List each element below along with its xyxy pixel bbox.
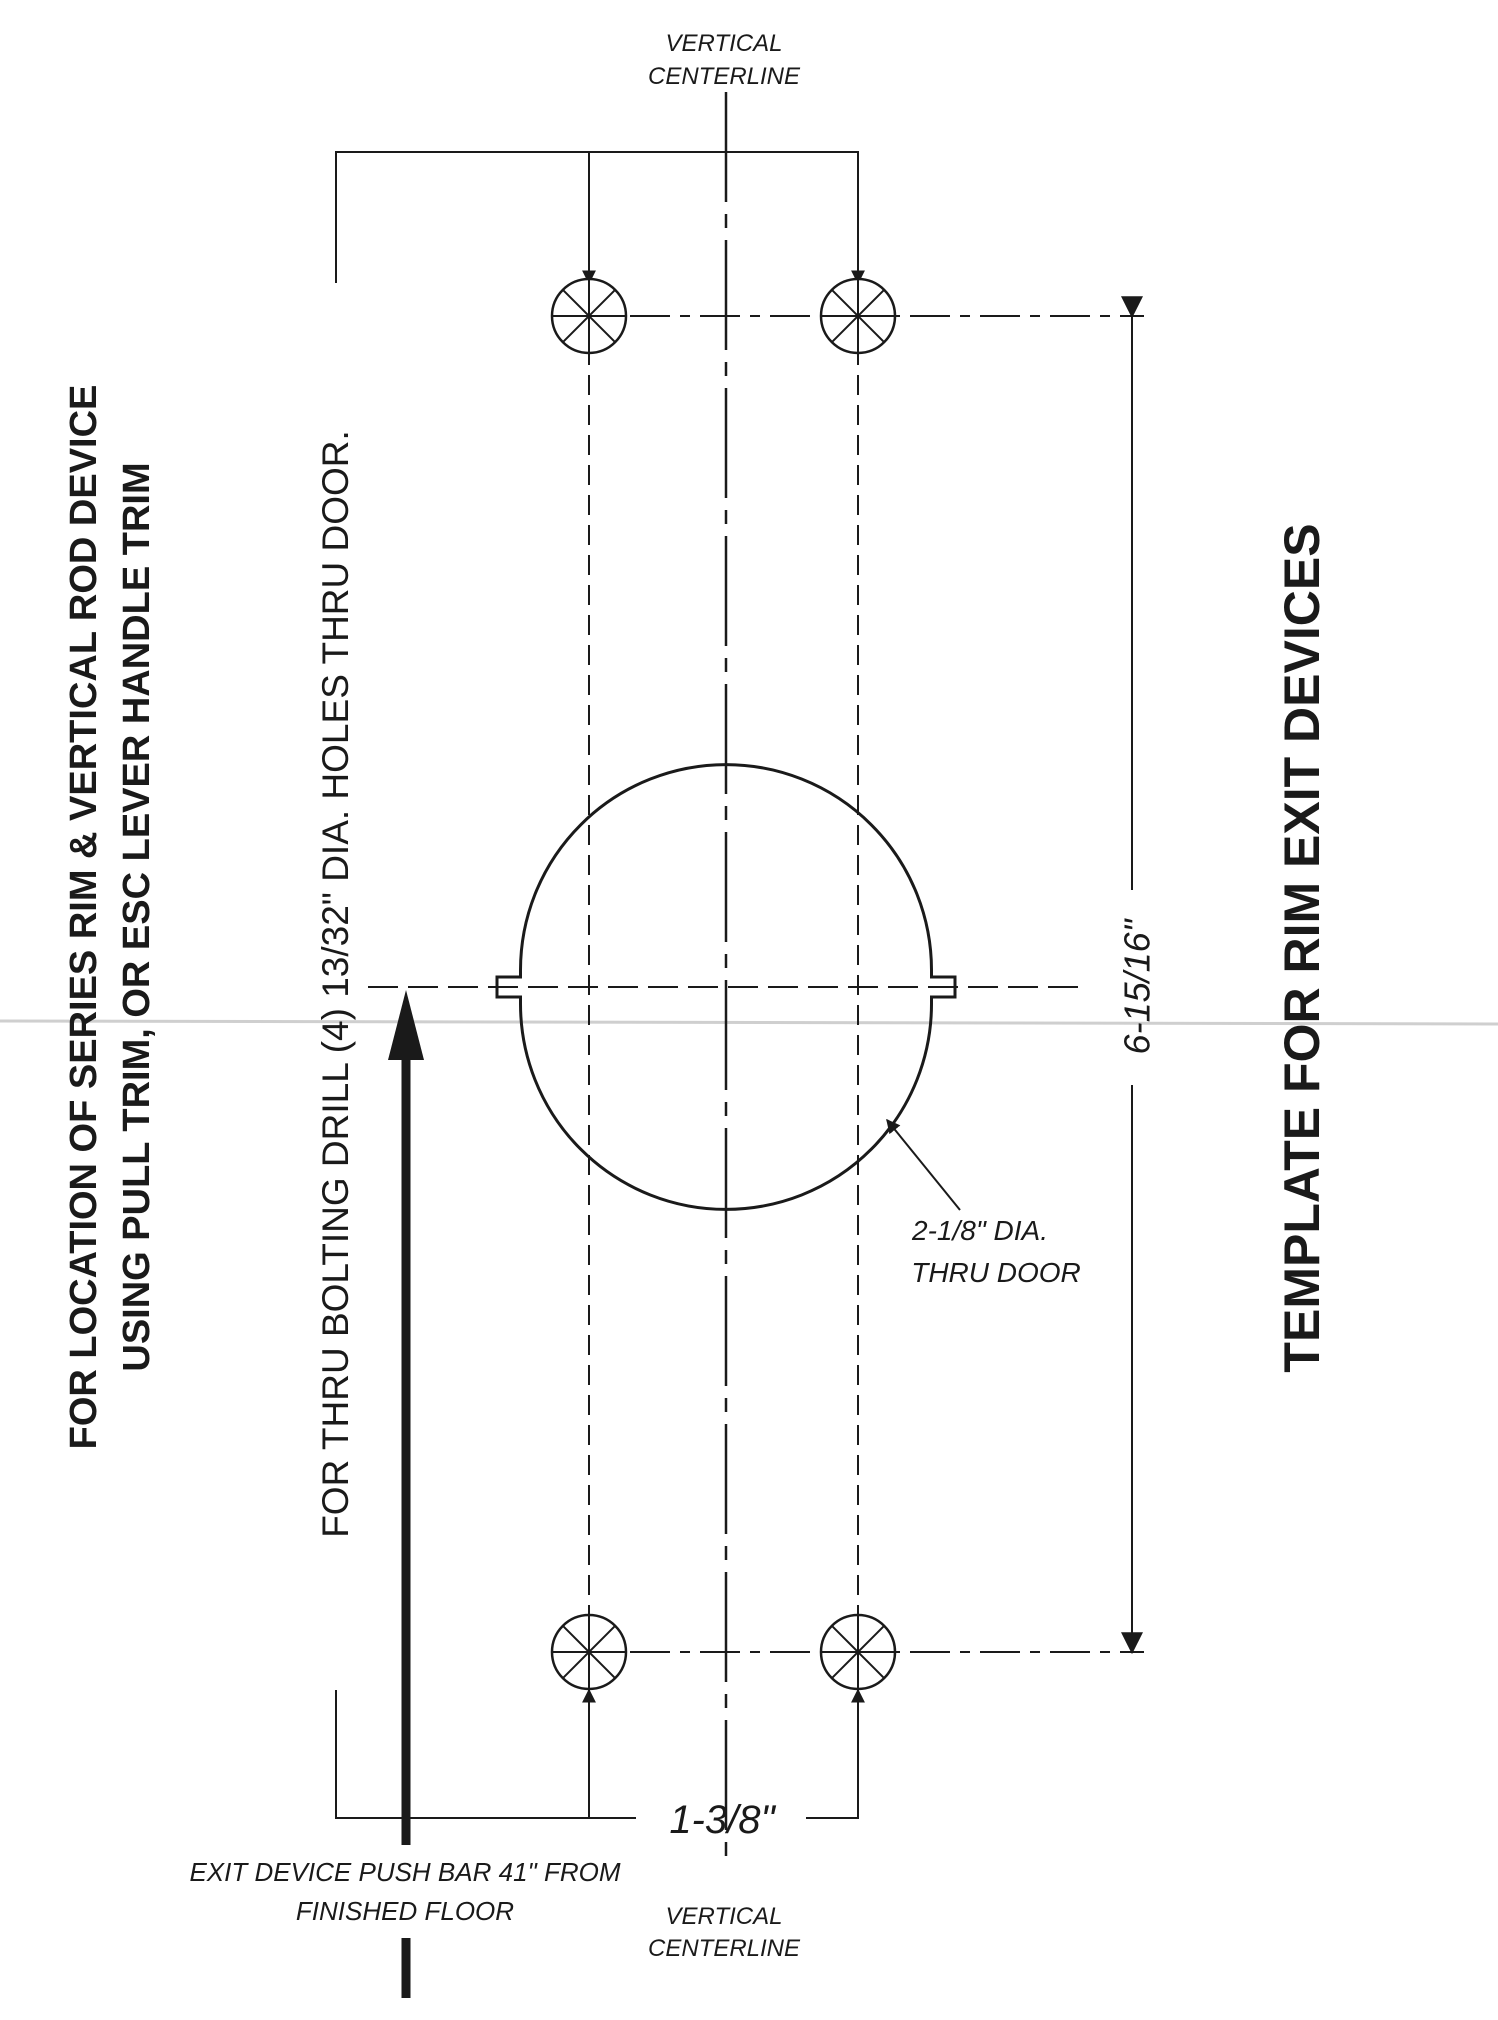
top-hole-leader (335, 151, 865, 285)
centerline-top-label-2: CENTERLINE (648, 63, 801, 90)
hole-diameter-label-1: 2-1/8" DIA. (911, 1215, 1048, 1246)
bolt-hole-bottom-right (819, 1613, 897, 1691)
bolt-hole-top-right (819, 277, 897, 355)
push-bar-label-2: FINISHED FLOOR (296, 1896, 514, 1926)
hole-diameter-leader (886, 1118, 961, 1211)
centerline-bottom-label-1: VERTICAL (666, 1903, 783, 1930)
centerline-bottom-label-2: CENTERLINE (648, 1935, 801, 1962)
location-note-line-1: FOR LOCATION OF SERIES RIM & VERTICAL RO… (63, 385, 105, 1450)
bottom-hole-leader (335, 1688, 865, 1819)
bolt-hole-top-left (550, 277, 628, 355)
template-title: TEMPLATE FOR RIM EXIT DEVICES (1274, 523, 1330, 1372)
drill-note: FOR THRU BOLTING DRILL (4) 13/32" DIA. H… (315, 430, 356, 1538)
centerline-top-label-1: VERTICAL (666, 30, 783, 57)
bolt-hole-bottom-left (550, 1613, 628, 1691)
large-through-hole (495, 763, 957, 1211)
paper-fold-line (0, 1019, 1498, 1026)
push-bar-arrow (388, 990, 424, 1998)
vertical-dimension-label: 6-15/16" (1117, 917, 1158, 1054)
push-bar-label-1: EXIT DEVICE PUSH BAR 41" FROM (189, 1857, 620, 1887)
location-note-line-2: USING PULL TRIM, OR ESC LEVER HANDLE TRI… (116, 462, 158, 1371)
hole-diameter-label-2: THRU DOOR (911, 1257, 1081, 1288)
horizontal-dimension-label: 1-3/8" (669, 1798, 776, 1842)
